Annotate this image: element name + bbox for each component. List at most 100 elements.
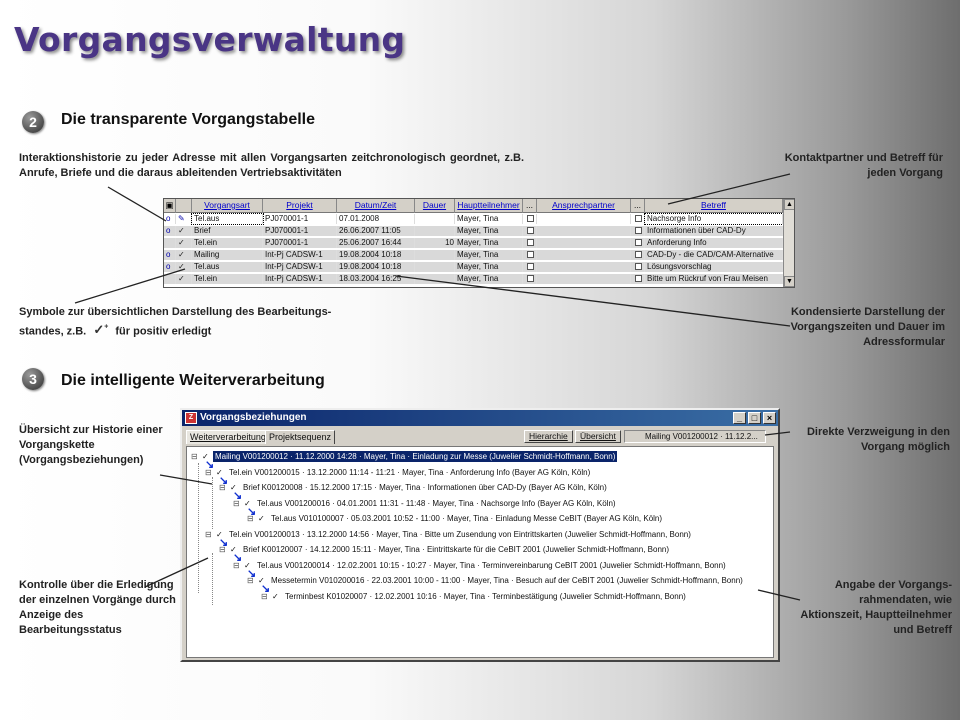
- grid-scrollbar[interactable]: ▲ ▼: [783, 199, 794, 287]
- tree-node[interactable]: Messetermin V010200016 · 22.03.2001 10:0…: [271, 576, 743, 585]
- row-marker[interactable]: o: [164, 262, 176, 272]
- row-marker[interactable]: [164, 274, 176, 284]
- cell-betreff[interactable]: CAD-Dy - die CAD/CAM-Alternative: [645, 250, 783, 260]
- cell-projekt[interactable]: Int-Pj CADSW-1: [263, 250, 337, 260]
- expand-toggle-icon[interactable]: ⊟: [233, 498, 240, 508]
- row-marker[interactable]: [164, 238, 176, 248]
- col-header-more-2[interactable]: ...: [631, 199, 645, 213]
- vorgang-tree[interactable]: ⊟✓Mailing V001200012 · 11.12.2000 14:28 …: [186, 446, 774, 658]
- checkbox-icon[interactable]: [635, 275, 642, 283]
- row-marker[interactable]: o: [164, 214, 176, 224]
- cell-datum[interactable]: 26.06.2007 11:05: [337, 226, 415, 236]
- cell-hauptteilnehmer[interactable]: Mayer, Tina: [455, 214, 523, 224]
- expand-toggle-icon[interactable]: ⊟: [191, 452, 198, 461]
- tree-node[interactable]: Tel.aus V001200014 · 12.02.2001 10:15 - …: [257, 560, 726, 570]
- cell-dauer[interactable]: [415, 250, 455, 260]
- cell-projekt[interactable]: Int-Pj CADSW-1: [263, 262, 337, 272]
- checkbox-icon[interactable]: [635, 215, 642, 223]
- tree-node[interactable]: Tel.ein V001200013 · 13.12.2000 14:56 · …: [229, 529, 691, 539]
- cell-hauptteilnehmer[interactable]: Mayer, Tina: [455, 274, 523, 284]
- cell-ansprechpartner[interactable]: [537, 262, 631, 272]
- vorgangstabelle[interactable]: ▣ Vorgangsart Projekt Datum/Zeit Dauer H…: [163, 198, 795, 288]
- expand-toggle-icon[interactable]: ⊟: [219, 545, 226, 554]
- cell-checkbox[interactable]: [631, 238, 645, 248]
- tree-node[interactable]: Tel.aus V010100007 · 05.03.2001 10:52 - …: [271, 514, 663, 523]
- hierarchie-button[interactable]: Hierarchie: [524, 430, 573, 443]
- cell-ansprechpartner[interactable]: [537, 250, 631, 260]
- cell-vorgangsart[interactable]: Tel.ein: [192, 238, 263, 248]
- cell-betreff[interactable]: Lösungsvorschlag: [645, 262, 783, 272]
- cell-ansprechpartner[interactable]: [537, 226, 631, 236]
- done-check-icon[interactable]: ✓: [176, 226, 192, 236]
- cell-checkbox[interactable]: [631, 262, 645, 272]
- cell-vorgangsart[interactable]: Tel.ein: [192, 274, 263, 284]
- expand-toggle-icon[interactable]: ⊟: [219, 483, 226, 492]
- cell-vorgangsart[interactable]: Mailing: [192, 250, 263, 260]
- checkbox-icon[interactable]: [635, 263, 642, 271]
- cell-projekt[interactable]: PJ070001-1: [263, 238, 337, 248]
- cell-betreff[interactable]: Informationen über CAD-Dy: [645, 226, 783, 236]
- cell-checkbox[interactable]: [523, 262, 537, 272]
- checkbox-icon[interactable]: [527, 275, 534, 283]
- cell-vorgangsart[interactable]: Brief: [192, 226, 263, 236]
- cell-projekt[interactable]: PJ070001-1: [263, 214, 337, 224]
- cell-hauptteilnehmer[interactable]: Mayer, Tina: [455, 238, 523, 248]
- maximize-icon[interactable]: □: [748, 412, 761, 424]
- cell-ansprechpartner[interactable]: [537, 238, 631, 248]
- col-header-hauptteilnehmer[interactable]: Hauptteilnehmer: [455, 199, 523, 213]
- col-header-datum[interactable]: Datum/Zeit: [337, 199, 415, 213]
- cell-checkbox[interactable]: [631, 274, 645, 284]
- done-check-icon[interactable]: ✓: [176, 238, 192, 248]
- scroll-down-icon[interactable]: ▼: [784, 276, 794, 287]
- cell-hauptteilnehmer[interactable]: Mayer, Tina: [455, 250, 523, 260]
- cell-datum[interactable]: 07.01.2008: [337, 214, 415, 224]
- col-header-betreff[interactable]: Betreff: [645, 199, 783, 213]
- cell-dauer[interactable]: 10: [415, 238, 455, 248]
- expand-toggle-icon[interactable]: ⊟: [205, 467, 212, 477]
- checkbox-icon[interactable]: [527, 227, 534, 235]
- uebersicht-button[interactable]: Übersicht: [575, 430, 621, 443]
- mailing-check-icon[interactable]: ✓: [176, 250, 192, 260]
- cell-datum[interactable]: 19.08.2004 10:18: [337, 250, 415, 260]
- expand-toggle-icon[interactable]: ⊟: [233, 560, 240, 570]
- close-icon[interactable]: ×: [763, 412, 776, 424]
- cell-checkbox[interactable]: [631, 214, 645, 224]
- row-marker[interactable]: o: [164, 250, 176, 260]
- tree-node[interactable]: Tel.aus V001200016 · 04.01.2001 11:31 - …: [257, 498, 616, 508]
- tree-node[interactable]: Mailing V001200012 · 11.12.2000 14:28 · …: [213, 451, 618, 462]
- col-header-vorgangsart[interactable]: Vorgangsart: [192, 199, 263, 213]
- expand-toggle-icon[interactable]: ⊟: [247, 576, 254, 585]
- tree-node[interactable]: Terminbest K01020007 · 12.02.2001 10:16 …: [285, 591, 686, 601]
- cell-ansprechpartner[interactable]: [537, 274, 631, 284]
- col-header-more-1[interactable]: ...: [523, 199, 537, 213]
- done-check-icon[interactable]: ✓: [176, 274, 192, 284]
- cell-dauer[interactable]: [415, 262, 455, 272]
- cell-dauer[interactable]: [415, 274, 455, 284]
- col-header-projekt[interactable]: Projekt: [263, 199, 337, 213]
- cell-vorgangsart[interactable]: Tel.aus: [192, 262, 263, 272]
- cell-betreff[interactable]: Nachsorge Info: [644, 213, 784, 225]
- cell-betreff[interactable]: Bitte um Rückruf von Frau Meisen: [645, 274, 783, 284]
- cell-datum[interactable]: 18.03.2004 16:25: [337, 274, 415, 284]
- checkbox-icon[interactable]: [527, 251, 534, 259]
- grid-corner-icon[interactable]: ▣: [164, 199, 176, 213]
- cell-betreff[interactable]: Anforderung Info: [645, 238, 783, 248]
- tree-node[interactable]: Brief K00120008 · 15.12.2000 17:15 · May…: [243, 483, 607, 492]
- checkbox-icon[interactable]: [527, 239, 534, 247]
- cell-checkbox[interactable]: [631, 250, 645, 260]
- cell-projekt[interactable]: Int-Pj CADSW-1: [263, 274, 337, 284]
- cell-checkbox[interactable]: [523, 238, 537, 248]
- cell-checkbox[interactable]: [523, 226, 537, 236]
- col-header-dauer[interactable]: Dauer: [415, 199, 455, 213]
- vorgangsbeziehungen-window[interactable]: Z Vorgangsbeziehungen _ □ × Weiterverarb…: [180, 408, 780, 662]
- expand-toggle-icon[interactable]: ⊟: [205, 529, 212, 539]
- expand-toggle-icon[interactable]: ⊟: [247, 514, 254, 523]
- tree-node[interactable]: Tel.ein V001200015 · 13.12.2000 11:14 - …: [229, 467, 591, 477]
- row-marker[interactable]: o: [164, 226, 176, 236]
- cell-checkbox[interactable]: [523, 214, 537, 224]
